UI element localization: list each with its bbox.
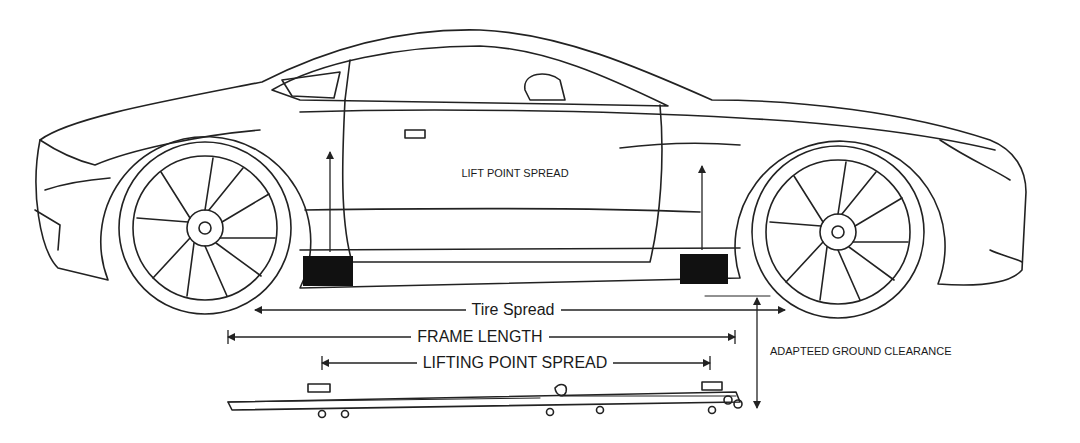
dimension-label: LIFTING POINT SPREAD xyxy=(417,354,614,372)
callout-label: LIFT POINT SPREAD xyxy=(455,167,574,180)
dimension-label: Tire Spread xyxy=(466,301,561,319)
dimension-label: ADAPTEED GROUND CLEARANCE xyxy=(764,345,958,358)
dimension-label: FRAME LENGTH xyxy=(411,328,548,346)
